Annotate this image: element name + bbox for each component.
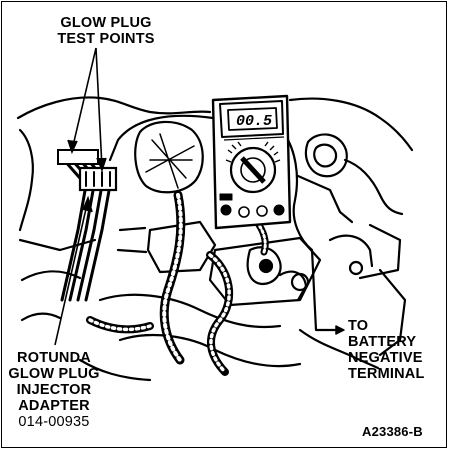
- meter-reading: 00.5: [236, 113, 272, 130]
- callout-line: ADAPTER: [18, 398, 90, 414]
- test-points-callout: GLOW PLUG TEST POINTS: [46, 15, 166, 47]
- callout-line: ROTUNDA: [17, 350, 91, 366]
- callout-line: BATTERY: [348, 334, 417, 350]
- injector-adapter-leads: [57, 149, 118, 302]
- meter-leads: [108, 114, 345, 335]
- multimeter: [211, 94, 292, 230]
- wiring-loom: [86, 190, 269, 376]
- adapter-callout: ROTUNDA GLOW PLUG INJECTOR ADAPTER 014-0…: [4, 350, 104, 430]
- callout-line: INJECTOR: [16, 382, 92, 398]
- leader-lines: [54, 47, 107, 346]
- callout-line: TO: [348, 318, 369, 334]
- callout-line: GLOW PLUG: [8, 366, 100, 382]
- callout-line: GLOW PLUG: [60, 15, 152, 31]
- battery-callout: TO BATTERY NEGATIVE TERMINAL: [348, 318, 425, 382]
- callout-line: NEGATIVE: [348, 350, 423, 366]
- callout-line: TERMINAL: [348, 366, 425, 382]
- callout-line: 014-00935: [18, 414, 90, 430]
- figure-id: A23386-B: [362, 424, 423, 439]
- engine-block-drawing: [16, 96, 414, 382]
- callout-line: TEST POINTS: [57, 31, 155, 47]
